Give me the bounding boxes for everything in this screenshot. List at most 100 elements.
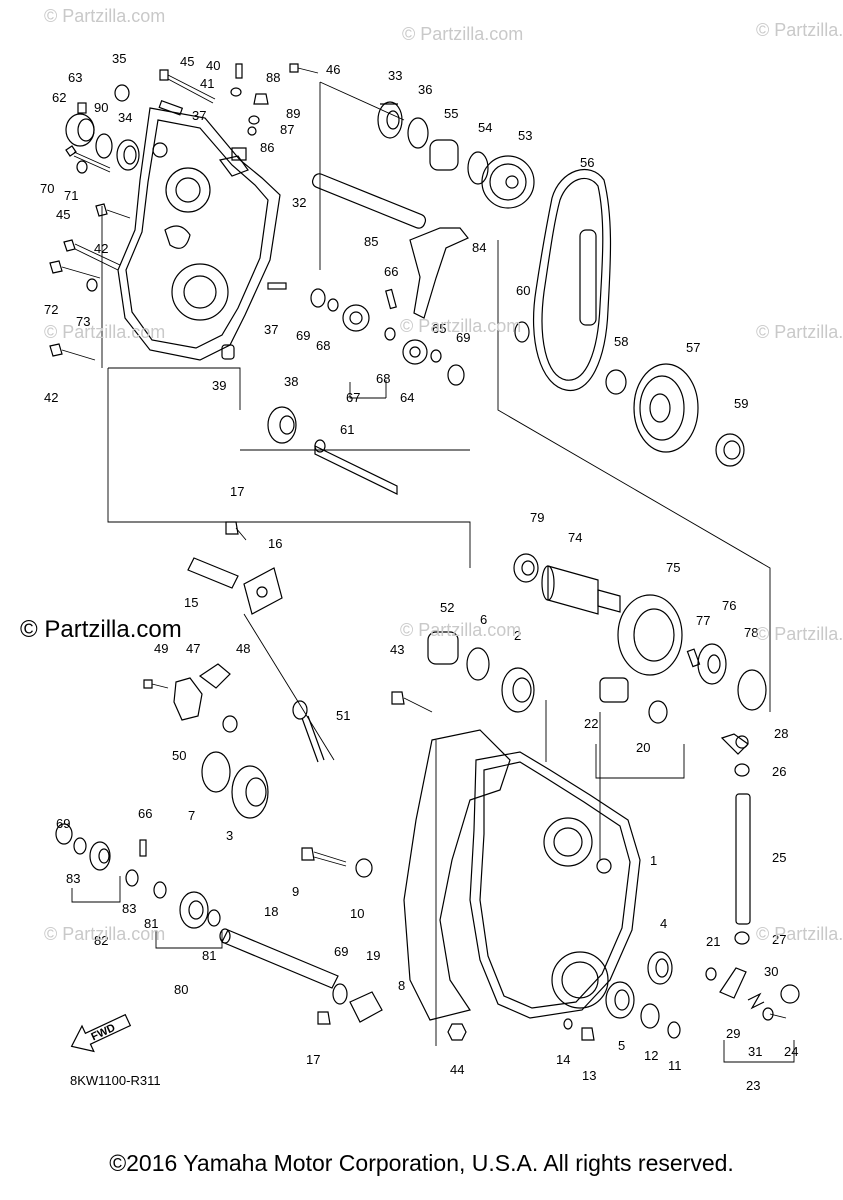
callout: 10 xyxy=(350,906,364,921)
callout: 67 xyxy=(346,390,360,405)
callout: 58 xyxy=(614,334,628,349)
watermark: © Partzilla.com xyxy=(44,322,166,342)
callout: 60 xyxy=(516,283,530,298)
callout: 31 xyxy=(748,1044,762,1059)
callout: 85 xyxy=(364,234,378,249)
callout: 50 xyxy=(172,748,186,763)
callout: 41 xyxy=(200,76,214,91)
callout: 39 xyxy=(212,378,226,393)
callout: 18 xyxy=(264,904,278,919)
callout: 11 xyxy=(668,1058,682,1073)
callout: 37 xyxy=(192,108,206,123)
callout: 59 xyxy=(734,396,748,411)
lower-middle-parts xyxy=(143,521,668,1041)
callout: 8 xyxy=(398,978,405,993)
callout: 64 xyxy=(400,390,414,405)
callout: 49 xyxy=(154,641,168,656)
callout: 4 xyxy=(660,916,667,931)
callout: 66 xyxy=(384,264,398,279)
callout: 73 xyxy=(76,314,90,329)
callout: 12 xyxy=(644,1048,658,1063)
left-small-parts xyxy=(49,63,319,361)
callout: 83 xyxy=(66,871,80,886)
callout: 66 xyxy=(138,806,152,821)
fwd-arrow-icon: FWD xyxy=(70,1013,132,1053)
callout: 27 xyxy=(772,932,786,947)
callout: 40 xyxy=(206,58,220,73)
upper-shaft-parts xyxy=(267,101,535,495)
callout: 42 xyxy=(94,241,108,256)
callout: 19 xyxy=(366,948,380,963)
diagram-code: 8KW1100-R311 xyxy=(70,1073,161,1088)
callout: 5 xyxy=(618,1038,625,1053)
callout: 32 xyxy=(292,195,306,210)
watermark: © Partzilla.com xyxy=(756,924,843,944)
callout: 43 xyxy=(390,642,404,657)
callout: 42 xyxy=(44,390,58,405)
callout: 86 xyxy=(260,140,274,155)
callout: 37 xyxy=(264,322,278,337)
callout: 17 xyxy=(230,484,244,499)
callout: 45 xyxy=(180,54,194,69)
callout: 36 xyxy=(418,82,432,97)
callout: 47 xyxy=(186,641,200,656)
main-gearcase xyxy=(403,729,641,1021)
callout: 56 xyxy=(580,155,594,170)
fwd-label: FWD xyxy=(89,1022,117,1043)
watermark: © Partzilla.com xyxy=(44,6,166,26)
callout: 23 xyxy=(746,1078,760,1093)
callout: 88 xyxy=(266,70,280,85)
callout: 48 xyxy=(236,641,250,656)
watermark: © Partzilla.com xyxy=(400,620,522,640)
callout: 51 xyxy=(336,708,350,723)
lower-left-gears xyxy=(55,823,221,929)
part-callouts: 1 2 3 4 5 6 7 8 9 10 11 12 13 14 15 16 1… xyxy=(40,51,798,1093)
callout: 87 xyxy=(280,122,294,137)
callout: 1 xyxy=(650,853,657,868)
callout: 17 xyxy=(306,1052,320,1067)
callout: 53 xyxy=(518,128,532,143)
watermark: © Partzilla.com xyxy=(756,624,843,644)
leader-lines xyxy=(71,81,771,1046)
callout: 76 xyxy=(722,598,736,613)
callout: 83 xyxy=(122,901,136,916)
callout: 24 xyxy=(784,1044,798,1059)
callout: 44 xyxy=(450,1062,464,1077)
callout: 25 xyxy=(772,850,786,865)
drive-chain xyxy=(533,169,612,391)
upper-right-gears xyxy=(605,363,745,467)
callout: 61 xyxy=(340,422,354,437)
callout: 52 xyxy=(440,600,454,615)
callout: 16 xyxy=(268,536,282,551)
callout: 69 xyxy=(56,816,70,831)
callout: 65 xyxy=(432,321,446,336)
callout: 26 xyxy=(772,764,786,779)
callout: 29 xyxy=(726,1026,740,1041)
callout: 45 xyxy=(56,207,70,222)
callout: 21 xyxy=(706,934,720,949)
callout: 70 xyxy=(40,181,54,196)
callout: 81 xyxy=(144,916,158,931)
callout: 55 xyxy=(444,106,458,121)
callout: 74 xyxy=(568,530,582,545)
callout: 90 xyxy=(94,100,108,115)
callout: 15 xyxy=(184,595,198,610)
callout: 33 xyxy=(388,68,402,83)
callout: 79 xyxy=(530,510,544,525)
callout: 28 xyxy=(774,726,788,741)
callout: 34 xyxy=(118,110,132,125)
callout: 3 xyxy=(226,828,233,843)
callout: 77 xyxy=(696,613,710,628)
callout: 46 xyxy=(326,62,340,77)
callout: 81 xyxy=(202,948,216,963)
callout: 63 xyxy=(68,70,82,85)
callout: 71 xyxy=(64,188,78,203)
callout: 30 xyxy=(764,964,778,979)
callout: 62 xyxy=(52,90,66,105)
callout: 6 xyxy=(480,612,487,627)
callout: 84 xyxy=(472,240,486,255)
callout: 2 xyxy=(514,628,521,643)
callout: 80 xyxy=(174,982,188,997)
callout: 13 xyxy=(582,1068,596,1083)
